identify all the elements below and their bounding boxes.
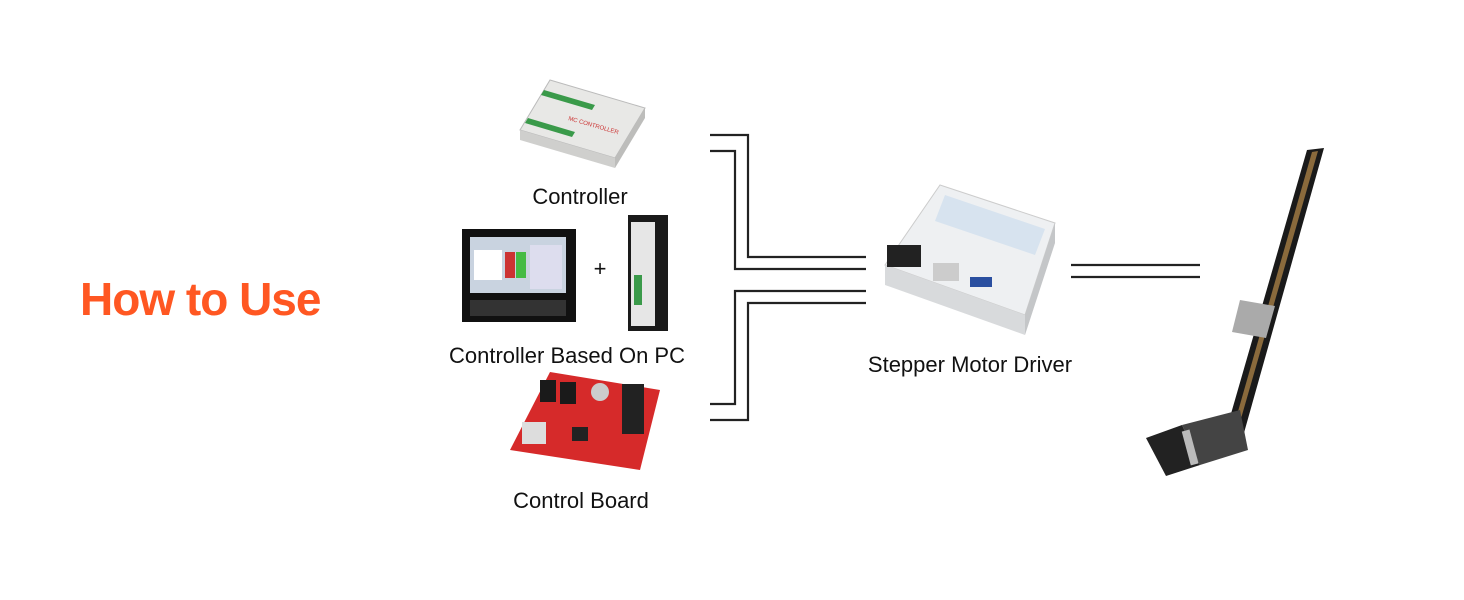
controller-icon: MC CONTROLLER [519, 79, 646, 168]
stepper-driver-icon [884, 184, 1056, 335]
plus-sign: + [594, 256, 607, 281]
page-title: How to Use [80, 273, 321, 325]
wire-board-outer [710, 301, 866, 422]
connection-lines [710, 133, 1200, 422]
pc-controller-label: Controller Based On PC [449, 343, 685, 368]
linear-actuator-icon [1146, 148, 1324, 476]
wire-board-inner [710, 289, 866, 406]
control-board-label: Control Board [513, 488, 649, 513]
wire-controller-inner [710, 149, 866, 271]
wire-controller-outer [710, 133, 866, 259]
control-board-icon [510, 372, 660, 470]
controller-label: Controller [532, 184, 628, 209]
stepper-driver-label: Stepper Motor Driver [867, 352, 1073, 377]
pc-controller-icon [462, 215, 668, 331]
